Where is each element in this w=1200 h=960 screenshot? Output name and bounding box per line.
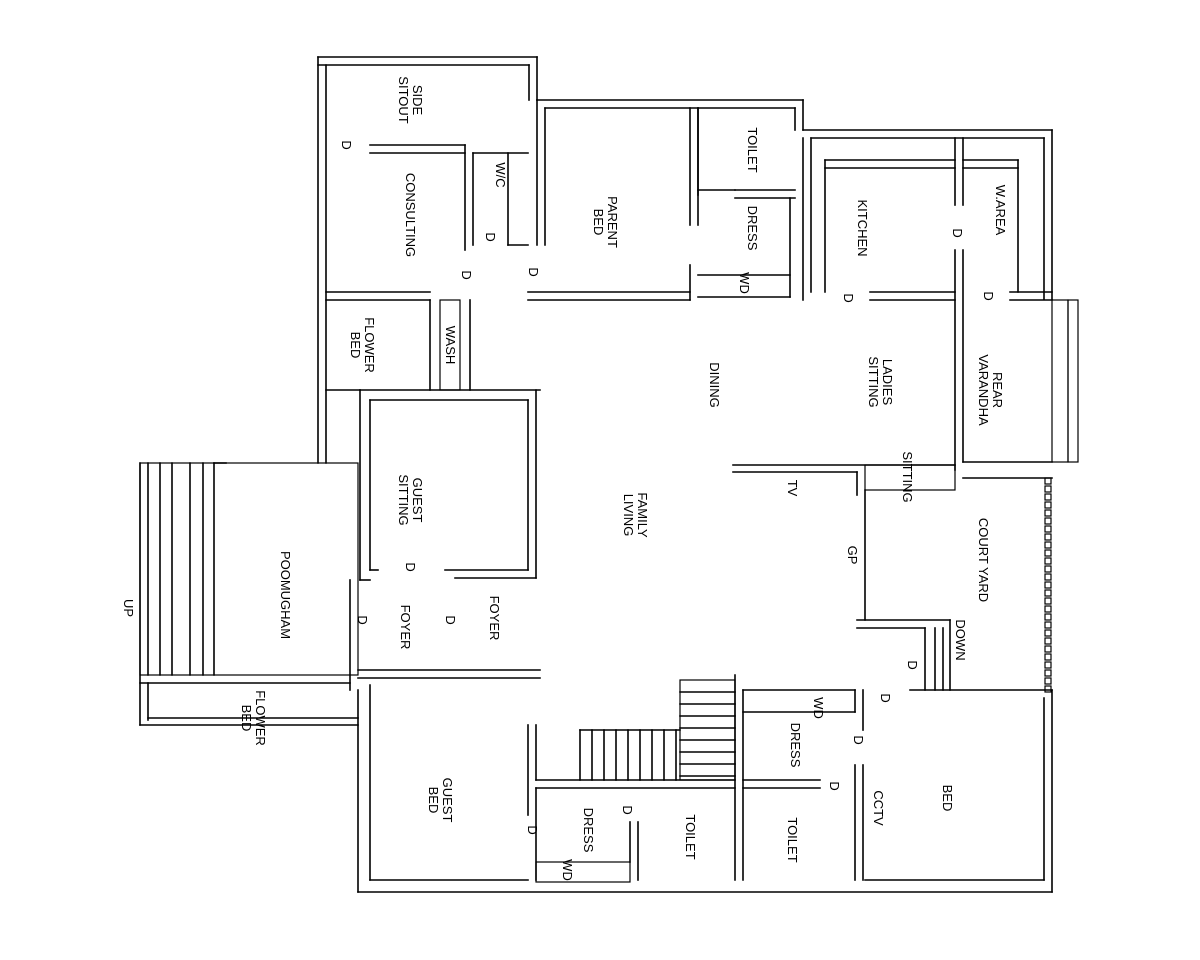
door-label: D xyxy=(620,805,635,814)
lattice-cell xyxy=(1044,509,1052,517)
lattice-cell xyxy=(1044,573,1052,581)
label-wash: WASH xyxy=(443,326,458,365)
label-dress-right: DRESS xyxy=(788,723,803,768)
label-rear-varandha: REARVARANDHA xyxy=(976,354,1005,426)
door-label: D xyxy=(459,270,474,279)
label-consulting: CONSULTING xyxy=(403,173,418,257)
rear-step-1 xyxy=(1051,299,1069,463)
label-tv: TV xyxy=(785,480,800,497)
stair-upper xyxy=(679,679,736,781)
label-dress-bottom: DRESS xyxy=(581,808,596,853)
door-label: D xyxy=(878,693,893,702)
label-up: UP xyxy=(121,599,136,617)
label-gp: GP xyxy=(845,546,860,565)
door-label: D xyxy=(827,781,842,790)
lattice-cell xyxy=(1044,621,1052,629)
label-toilet-bottom-left: TOILET xyxy=(683,814,698,859)
lattice-cell xyxy=(1044,597,1052,605)
door-label: D xyxy=(905,660,920,669)
guest-bed-inner xyxy=(369,684,529,881)
lattice-cell xyxy=(1044,629,1052,637)
door-label: D xyxy=(403,562,418,571)
label-side-sitout: SIDESITOUT xyxy=(396,76,425,123)
label-foyer-right: FOYER xyxy=(487,596,502,641)
label-down: DOWN xyxy=(953,619,968,660)
door-label: D xyxy=(950,228,965,237)
label-foyer-left: FOYER xyxy=(398,605,413,650)
label-cctv: CCTV xyxy=(871,790,886,826)
lattice-cell xyxy=(1044,669,1052,677)
sitting-box xyxy=(864,464,956,491)
door-label: D xyxy=(483,232,498,241)
label-poomugham: POOMUGHAM xyxy=(278,551,293,639)
door-label: D xyxy=(526,267,541,276)
label-dining: DINING xyxy=(707,362,722,408)
door-label: D xyxy=(525,825,540,834)
label-w-area: W.AREA xyxy=(993,185,1008,236)
lattice-cell xyxy=(1044,517,1052,525)
lattice-cell xyxy=(1044,541,1052,549)
lattice-cell xyxy=(1044,685,1052,693)
label-sitting: SITTING xyxy=(900,451,915,502)
label-wd-right: WD xyxy=(811,697,826,719)
lattice-cell xyxy=(1044,549,1052,557)
door-label: D xyxy=(339,140,354,149)
lattice-cell xyxy=(1044,565,1052,573)
lattice-cell xyxy=(1044,557,1052,565)
lattice-cell xyxy=(1044,493,1052,501)
label-flower-bed-bottom: FLOWERBED xyxy=(239,690,268,746)
label-dress-top: DRESS xyxy=(745,206,760,251)
label-guest-bed: GUESTBED xyxy=(426,778,455,823)
label-toilet-top: TOILET xyxy=(745,127,760,172)
lattice-cell xyxy=(1044,533,1052,541)
door-label: D xyxy=(841,293,856,302)
rear-step-2 xyxy=(1067,299,1079,463)
lattice-cell xyxy=(1044,501,1052,509)
lattice-cell xyxy=(1044,645,1052,653)
door-label: D xyxy=(443,615,458,624)
outer-wall-top-mid-inner xyxy=(544,107,796,131)
outer-wall-top xyxy=(317,56,1053,300)
bed-inner xyxy=(864,697,1045,881)
wd-bottom-box xyxy=(535,861,631,883)
outer-wall-bottom xyxy=(357,689,1053,893)
label-guest-sitting: GUESTSITTING xyxy=(396,474,425,525)
lattice-cell xyxy=(1044,613,1052,621)
lattice-cell xyxy=(1044,653,1052,661)
label-wd-bottom: WD xyxy=(560,859,575,881)
label-family-living: FAMILYLIVING xyxy=(621,492,650,538)
door-label: D xyxy=(851,735,866,744)
lattice-cell xyxy=(1044,637,1052,645)
label-bed: BED xyxy=(940,785,955,812)
lattice-cell xyxy=(1044,525,1052,533)
label-flower-bed-top: FLOWERBED xyxy=(348,317,377,373)
label-wc: W/C xyxy=(493,162,508,187)
lattice-cell xyxy=(1044,661,1052,669)
label-toilet-bottom-right: TOILET xyxy=(785,817,800,862)
lattice-cell xyxy=(1044,589,1052,597)
door-label: D xyxy=(355,615,370,624)
lattice-cell xyxy=(1044,605,1052,613)
lattice-cell xyxy=(1044,477,1052,485)
lattice-cell xyxy=(1044,581,1052,589)
lattice-cell xyxy=(1044,677,1052,685)
label-ladies-sitting: LADIESSITTING xyxy=(866,356,895,407)
label-kitchen: KITCHEN xyxy=(855,199,870,256)
label-wd-top: WD xyxy=(737,272,752,294)
label-court-yard: COURT YARD xyxy=(976,518,991,602)
label-parent-bed: PARENTBED xyxy=(591,196,620,248)
lattice-cell xyxy=(1044,485,1052,493)
door-label: D xyxy=(981,291,996,300)
